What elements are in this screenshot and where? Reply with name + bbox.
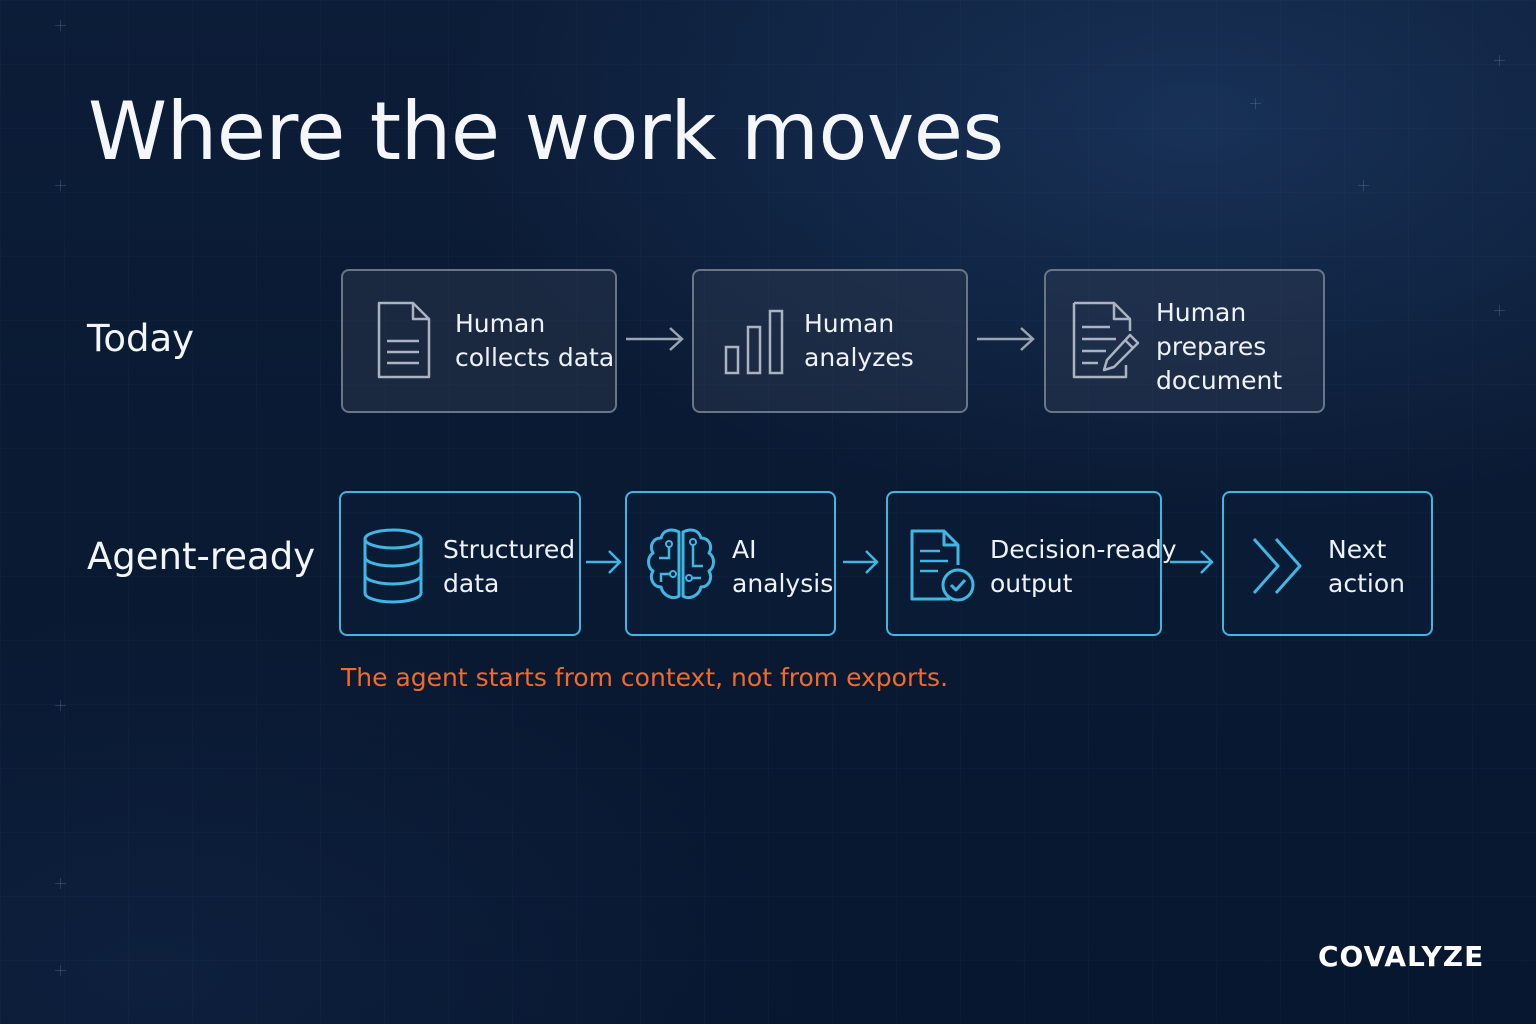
step-text-line: analysis [732, 569, 834, 598]
step-text-line: prepares [1156, 332, 1267, 361]
step-text-line: Human [455, 309, 546, 338]
step-text: Human collects data [455, 307, 614, 375]
step-human-prepares-document: Human prepares document [1044, 269, 1325, 413]
arrow-right-icon [586, 550, 622, 574]
step-text-line: document [1156, 366, 1283, 395]
document-check-icon [910, 529, 975, 602]
grid-cross-mark [1250, 98, 1261, 109]
step-text-line: collects data [455, 343, 615, 372]
double-chevron-right-icon [1252, 538, 1302, 594]
bar-chart-icon [724, 309, 784, 375]
step-text: Structured data [443, 533, 575, 601]
step-text-line: Structured [443, 535, 576, 564]
step-text: Decision-ready output [990, 533, 1177, 601]
grid-cross-mark [55, 700, 66, 711]
step-text-line: Decision-ready [990, 535, 1177, 564]
document-edit-icon [1072, 301, 1140, 379]
page-title: Where the work moves [88, 85, 1004, 178]
step-text-line: data [443, 569, 500, 598]
step-text-line: action [1328, 569, 1405, 598]
step-text-line: Human [804, 309, 895, 338]
step-human-analyzes: Human analyzes [692, 269, 968, 413]
step-text: Human analyzes [804, 307, 914, 375]
step-text: Next action [1328, 533, 1405, 601]
step-text-line: Human [1156, 298, 1247, 327]
grid-cross-mark [1494, 55, 1505, 66]
step-decision-ready-output: Decision-ready output [886, 491, 1177, 636]
step-text: Human prepares document [1156, 296, 1282, 398]
arrow-right-icon [977, 327, 1035, 351]
grid-cross-mark [55, 180, 66, 191]
step-next-action: Next action [1222, 491, 1433, 636]
step-text: AI analysis [732, 533, 833, 601]
grid-cross-mark [55, 20, 66, 31]
arrow-right-icon [626, 327, 684, 351]
grid-cross-mark [1494, 305, 1505, 316]
arrow-right-icon [1170, 550, 1214, 574]
step-text-line: output [990, 569, 1073, 598]
step-human-collects-data: Human collects data [341, 269, 617, 413]
row-label-today: Today [87, 317, 195, 360]
grid-cross-mark [1358, 180, 1369, 191]
step-text-line: analyzes [804, 343, 914, 372]
grid-cross-mark [55, 965, 66, 976]
document-icon [377, 301, 431, 379]
step-text-line: Next [1328, 535, 1387, 564]
step-ai-analysis: AI analysis [625, 491, 836, 636]
brain-circuit-icon [647, 528, 715, 600]
tagline: The agent starts from context, not from … [341, 663, 949, 692]
step-text-line: AI [732, 535, 757, 564]
arrow-right-icon [843, 550, 879, 574]
brand-logo: COVALYZE [1318, 940, 1485, 973]
step-structured-data: Structured data [339, 491, 581, 636]
row-label-agent-ready: Agent-ready [87, 535, 316, 578]
database-icon [363, 528, 423, 604]
grid-cross-mark [55, 878, 66, 889]
